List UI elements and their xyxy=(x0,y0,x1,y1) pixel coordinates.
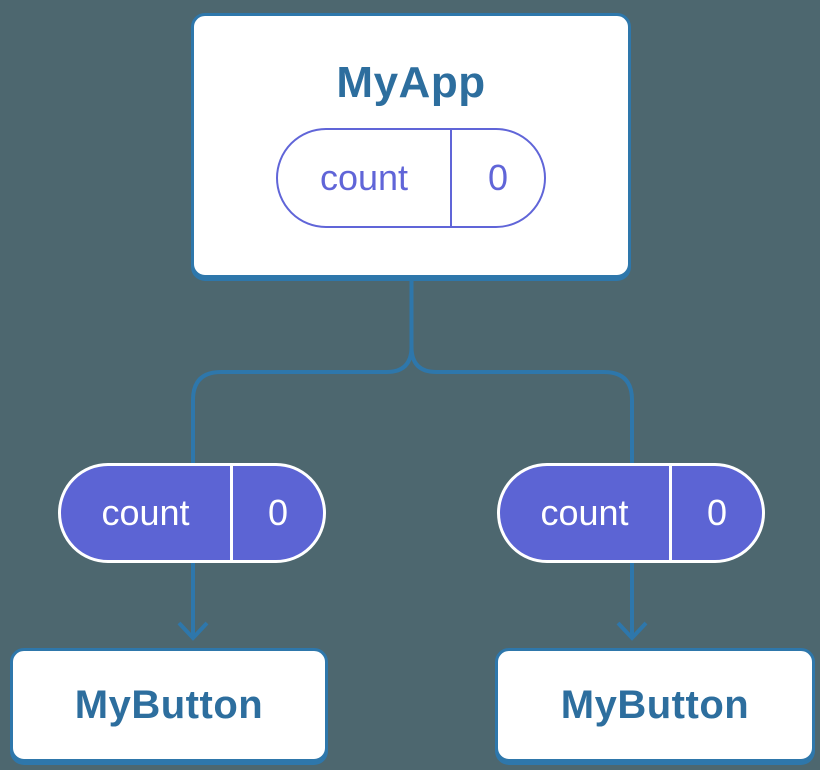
state-value-label: 0 xyxy=(487,157,509,198)
component-title: MyButton xyxy=(74,682,264,727)
component-title: MyApp xyxy=(336,58,486,107)
arrowhead-right-icon xyxy=(616,621,648,641)
state-pill-left-child: count 0 xyxy=(58,463,326,563)
arrowhead-left-icon xyxy=(177,621,209,641)
state-value-label: 0 xyxy=(706,492,728,533)
state-name-label: count xyxy=(278,130,452,226)
state-pill-root: count 0 xyxy=(276,128,546,228)
component-title: MyButton xyxy=(560,682,750,727)
connector-right-branch xyxy=(409,278,634,636)
state-pill-right-child: count 0 xyxy=(497,463,765,563)
component-card-mybutton-right: MyButton xyxy=(495,648,815,762)
component-card-mybutton-left: MyButton xyxy=(10,648,328,762)
state-value-label: 0 xyxy=(267,492,289,533)
component-card-myapp: MyApp count 0 xyxy=(191,13,631,278)
state-name-label: count xyxy=(500,466,672,560)
connector-left-branch xyxy=(191,278,414,636)
state-name-label: count xyxy=(61,466,233,560)
